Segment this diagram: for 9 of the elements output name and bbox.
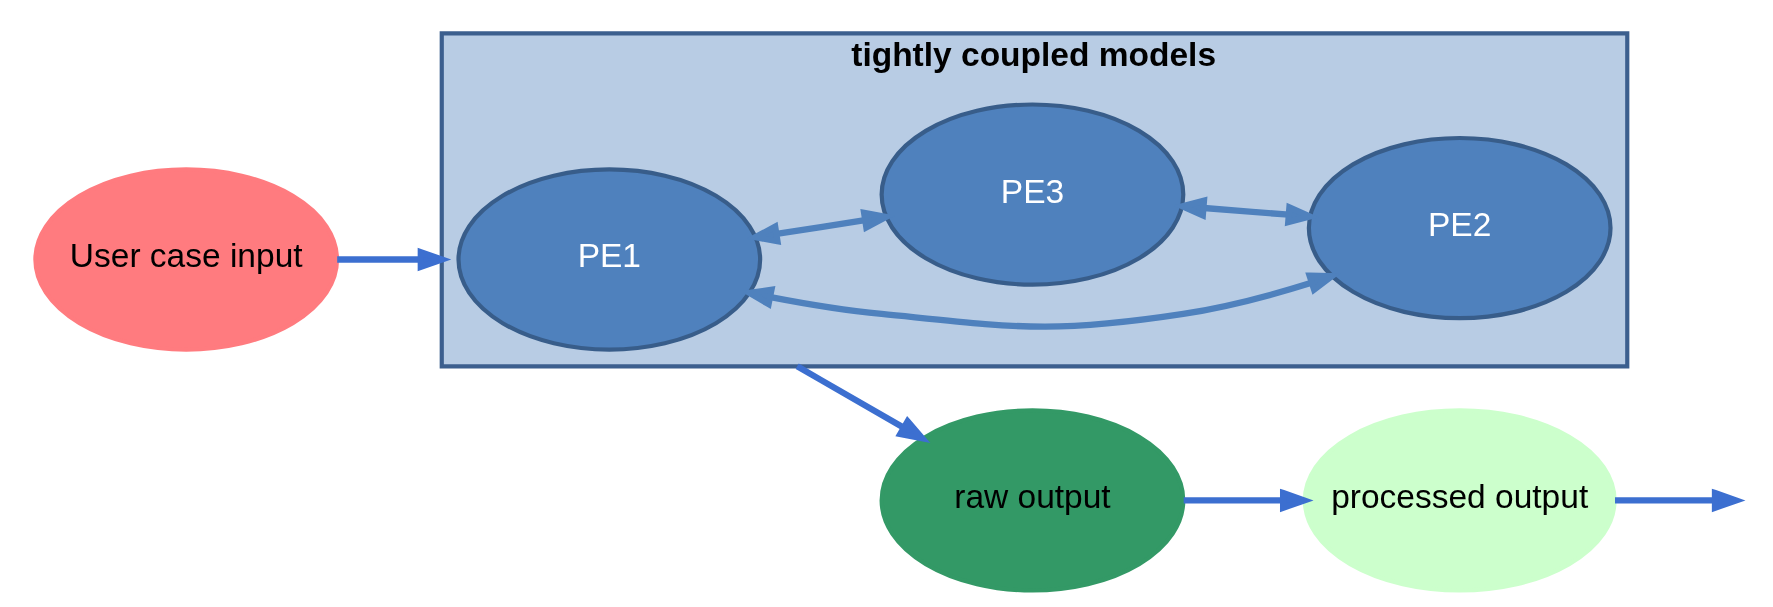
node-ellipse: PE3 bbox=[879, 102, 1186, 287]
arrow bbox=[1183, 488, 1314, 513]
arrow bbox=[337, 247, 452, 272]
arrow bbox=[1615, 488, 1746, 513]
arrow bbox=[795, 363, 931, 443]
node-ellipse: User case input bbox=[33, 167, 340, 352]
node-ellipse: raw output bbox=[879, 408, 1186, 593]
node-ellipse: PE1 bbox=[456, 167, 763, 352]
node-ellipse: processed output bbox=[1302, 408, 1617, 593]
